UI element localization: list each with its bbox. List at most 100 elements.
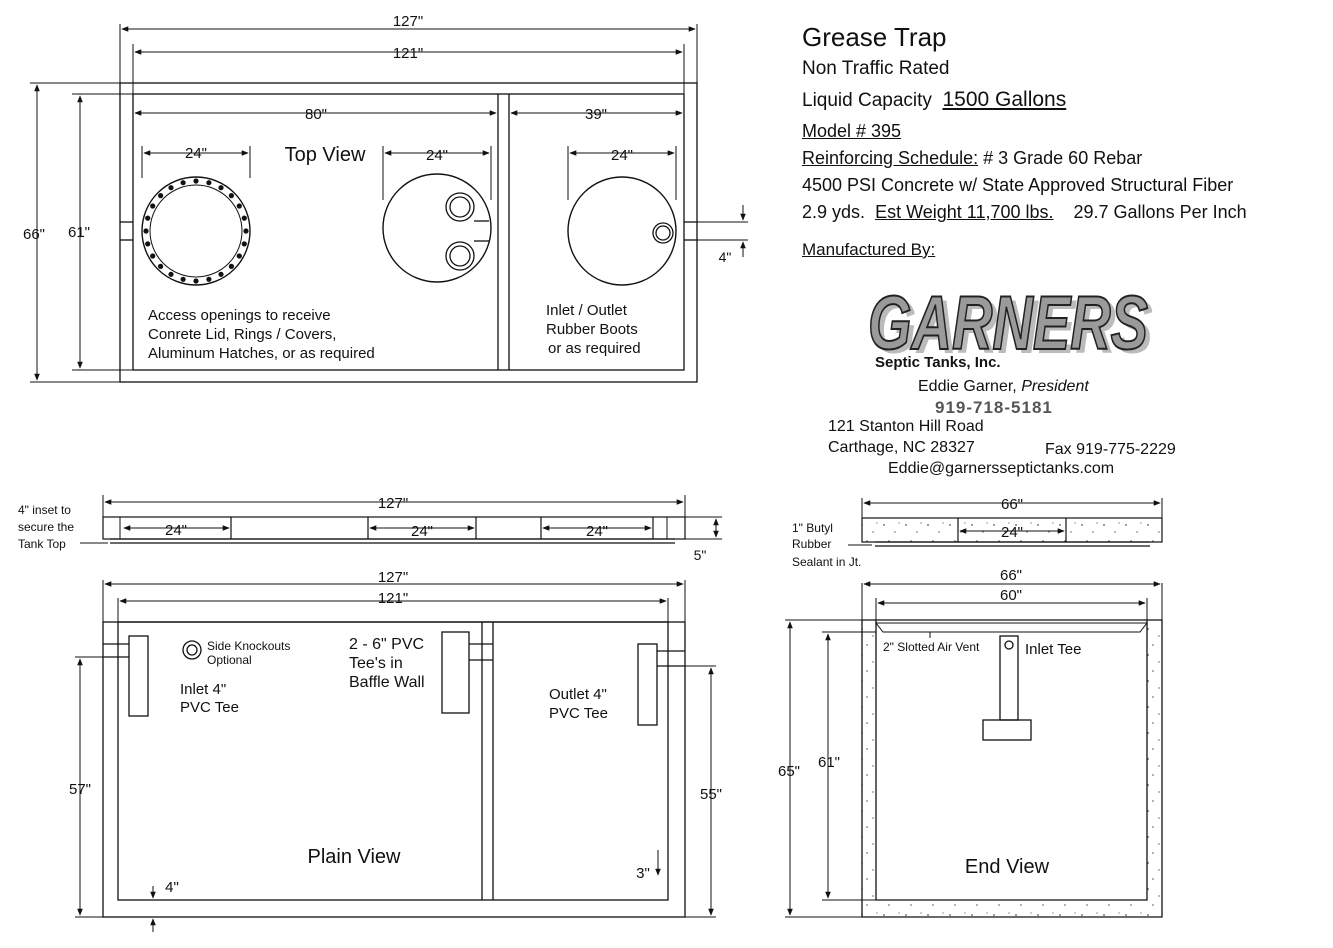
plain-dim-121: 121" xyxy=(378,590,408,607)
company-fax: Fax 919-775-2229 xyxy=(1045,441,1176,458)
plain-dim-57: 57" xyxy=(69,781,91,798)
inlet-tee-pipe xyxy=(128,635,149,717)
bolt-hole xyxy=(218,185,224,191)
end-view xyxy=(785,581,1163,918)
spec-model: Model # 395 xyxy=(802,121,902,141)
inlet-note-line-2: PVC Tee xyxy=(180,699,239,716)
bolt-hole xyxy=(241,241,247,247)
end-view-concrete-walls xyxy=(861,619,1163,918)
plain-view-title: Plain View xyxy=(307,846,401,868)
knockout-note-line-1: Side Knockouts xyxy=(207,639,290,653)
access-opening-outlet xyxy=(567,176,677,286)
logo-shadow: GARNERS xyxy=(873,285,1153,370)
bolt-hole xyxy=(145,215,151,221)
top-view-inner-wall xyxy=(132,93,685,371)
spec-block: Grease Trap Non Traffic Rated Liquid Cap… xyxy=(802,20,1327,262)
inset-note-line-1: 4" inset to xyxy=(18,503,71,517)
inset-note-line-2: secure the xyxy=(18,520,74,534)
knockout-note-line-2: Optional xyxy=(207,653,252,667)
bolt-hole xyxy=(236,203,242,209)
bolt-hole xyxy=(143,228,149,234)
company-address-2: Carthage, NC 28327 xyxy=(828,439,975,456)
top-dim-121: 121" xyxy=(393,45,423,62)
top-dim-opening-1: 24" xyxy=(185,145,207,162)
lid-dim-24-a: 24" xyxy=(165,522,187,539)
bolt-hole xyxy=(150,253,156,259)
lid-dim-5: 5" xyxy=(694,547,707,563)
top-dim-61: 61" xyxy=(68,224,90,241)
boots-note-line-1: Inlet / Outlet xyxy=(546,302,628,319)
lid-dim-24-c: 24" xyxy=(586,523,608,540)
bolt-hole xyxy=(243,228,249,234)
top-dim-opening-3: 24" xyxy=(611,147,633,164)
plain-view-inner-wall xyxy=(117,621,669,901)
end-lid-dim-66: 66" xyxy=(1001,496,1023,513)
top-view-labels: 127" 121" 80" 39" 24" 24" 24" Top View 6… xyxy=(23,13,731,362)
company-subname: Septic Tanks, Inc. xyxy=(875,354,1001,371)
company-address-1: 121 Stanton Hill Road xyxy=(828,418,984,435)
logo-wordmark: GARNERS xyxy=(868,281,1148,366)
end-view-title: End View xyxy=(965,856,1050,878)
access-opening-ring xyxy=(141,176,251,286)
plain-view-labels: 127" 121" Side Knockouts Optional Inlet … xyxy=(69,569,722,896)
spec-concrete: 4500 PSI Concrete w/ State Approved Stru… xyxy=(802,175,1234,195)
bolt-hole xyxy=(193,178,199,184)
bolt-hole xyxy=(206,276,212,282)
ring-bolt-holes xyxy=(143,178,249,284)
top-dim-opening-2: 24" xyxy=(426,147,448,164)
butyl-note-line-3: Sealant in Jt. xyxy=(792,555,861,569)
capacity-value: 1500 Gallons xyxy=(942,88,1067,111)
access-note-line-3: Aluminum Hatches, or as required xyxy=(148,345,375,362)
manufactured-by: Manufactured By: xyxy=(802,240,936,259)
plain-dim-55: 55" xyxy=(700,786,722,803)
president-name: Eddie Garner, xyxy=(918,378,1017,395)
bolt-hole xyxy=(168,271,174,277)
air-vent-label: 2" Slotted Air Vent xyxy=(883,640,980,654)
end-dim-65: 65" xyxy=(778,763,800,780)
access-note-line-1: Access openings to receive xyxy=(148,307,331,324)
lid-view-labels: 127" 24" 24" 24" 5" 4" inset to secure t… xyxy=(18,495,706,563)
capacity-label: Liquid Capacity xyxy=(802,90,932,111)
bolt-hole xyxy=(228,193,234,199)
spec-yards: 2.9 yds. xyxy=(802,202,866,222)
spec-weight-line: 2.9 yds. Est Weight 11,700 lbs. 29.7 Gal… xyxy=(802,199,1327,226)
bolt-hole xyxy=(168,185,174,191)
bolt-hole xyxy=(145,241,151,247)
spec-gallons-per-inch: 29.7 Gallons Per Inch xyxy=(1073,202,1247,222)
boots-note-line-3: or as required xyxy=(548,340,641,357)
company-president: Eddie Garner, President xyxy=(918,378,1089,396)
top-dim-127: 127" xyxy=(393,13,423,30)
bolt-hole xyxy=(206,180,212,186)
top-dim-80: 80" xyxy=(305,106,327,123)
end-dim-66: 66" xyxy=(1000,567,1022,584)
bolt-hole xyxy=(158,193,164,199)
baffle-note-line-1: 2 - 6" PVC xyxy=(349,636,424,653)
spec-weight: Est Weight 11,700 lbs. xyxy=(875,202,1054,222)
butyl-note-line-1: 1" Butyl xyxy=(792,521,833,535)
outlet-note-line-1: Outlet 4" xyxy=(549,686,607,703)
end-dim-60: 60" xyxy=(1000,587,1022,604)
bolt-hole xyxy=(180,180,186,186)
end-lid-labels: 66" 24" 1" Butyl Rubber Sealant in Jt. xyxy=(792,496,1023,569)
lid-view xyxy=(80,495,722,544)
inset-note-line-3: Tank Top xyxy=(18,537,66,551)
spec-title: Grease Trap xyxy=(802,22,947,52)
bolt-hole xyxy=(241,215,247,221)
baffle-note-line-2: Tee's in xyxy=(349,655,403,672)
president-title: President xyxy=(1021,378,1089,395)
plain-dim-4: 4" xyxy=(165,879,179,896)
end-lid-dim-24: 24" xyxy=(1001,524,1023,541)
outlet-note-line-2: PVC Tee xyxy=(549,705,608,722)
end-dim-61: 61" xyxy=(818,754,840,771)
access-opening-baffle xyxy=(382,173,492,283)
lid-dim-127: 127" xyxy=(378,495,408,512)
bolt-hole xyxy=(180,276,186,282)
end-lid-view xyxy=(848,498,1163,547)
butyl-note-line-2: Rubber xyxy=(792,537,831,551)
spec-capacity: Liquid Capacity 1500 Gallons xyxy=(802,84,1327,117)
baffle-tee-pipe xyxy=(441,631,470,714)
company-phone: 919-718-5181 xyxy=(935,398,1053,417)
bolt-hole xyxy=(218,271,224,277)
inlet-tee-label: Inlet Tee xyxy=(1025,641,1081,658)
